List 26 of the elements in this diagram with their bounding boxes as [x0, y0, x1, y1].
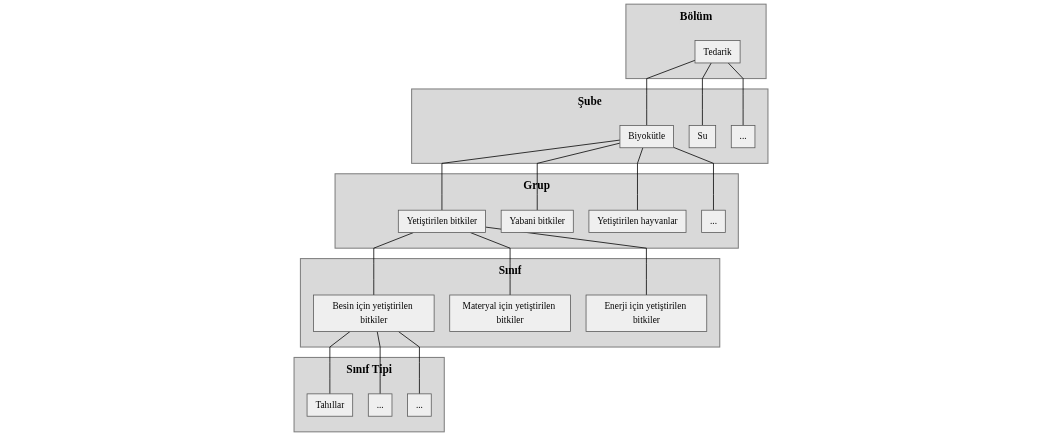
node-box: ...	[701, 209, 726, 233]
node-box: Yabani bitkiler	[500, 209, 574, 233]
node-box: ...	[407, 393, 432, 417]
node-box: Su	[688, 125, 717, 149]
node-box: Yetiştirilen hayvanlar	[588, 209, 687, 233]
connector	[470, 232, 511, 296]
node-box: Enerji için yetiştirilen bitkiler	[585, 294, 708, 332]
node-box: Yetiştirilen bitkiler	[397, 209, 486, 233]
node-box: Besin için yetiştirilen bitkiler	[313, 294, 435, 332]
connector	[397, 331, 420, 395]
node-box: Tedarik	[694, 40, 741, 64]
connector	[329, 331, 351, 395]
connector	[441, 139, 621, 211]
connector	[727, 62, 744, 126]
node-box: Biyokütle	[619, 125, 674, 149]
node-box: Materyal için yetiştirilen bitkiler	[449, 294, 571, 332]
node-box: Tahıllar	[306, 393, 354, 417]
connector	[376, 331, 381, 395]
connector	[637, 147, 644, 211]
connector	[536, 142, 621, 211]
node-box: ...	[730, 125, 756, 149]
connector	[702, 62, 712, 126]
connector	[673, 146, 714, 211]
node-box: ...	[367, 393, 393, 417]
connector	[373, 232, 414, 296]
connector	[646, 59, 696, 126]
